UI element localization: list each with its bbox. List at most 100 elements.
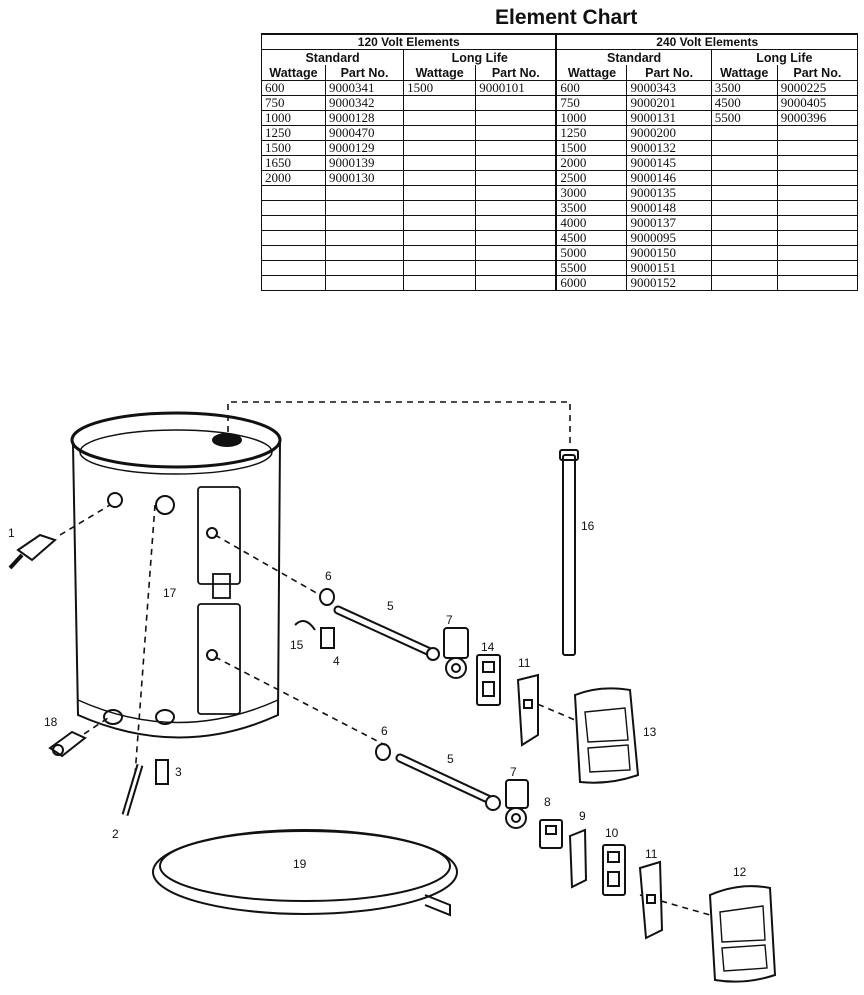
part-number-cell: 9000135 [626, 185, 712, 201]
wattage-cell: 4000 [555, 215, 627, 231]
terminal-lower [505, 779, 529, 829]
part-number-cell [475, 230, 557, 246]
callout-5: 5 [387, 599, 394, 613]
column-header: Wattage [555, 65, 627, 81]
wattage-cell [261, 200, 326, 216]
callout-6: 6 [381, 724, 388, 738]
part-number-cell [776, 230, 859, 246]
part-number-cell: 9000095 [626, 230, 712, 246]
part-number-cell [475, 275, 557, 291]
part-number-cell: 9000132 [626, 140, 712, 156]
wattage-cell [710, 260, 778, 276]
part-number-cell: 9000148 [626, 200, 712, 216]
part-number-cell [475, 155, 557, 171]
drain-valve [48, 730, 87, 758]
wattage-cell: 600 [555, 80, 627, 96]
column-header: Part No. [475, 65, 557, 81]
wattage-cell [403, 230, 476, 246]
part-number-cell [324, 245, 404, 261]
wattage-cell: 2500 [555, 170, 627, 186]
wattage-cell [710, 200, 778, 216]
wattage-cell [261, 245, 326, 261]
wattage-cell [403, 275, 476, 291]
part-number-cell [324, 185, 404, 201]
group-header-120v: 120 Volt Elements [261, 33, 557, 50]
high-limit-switch [602, 844, 626, 896]
heat-trap-nipple [155, 759, 169, 785]
wattage-cell: 600 [261, 80, 326, 96]
callout-8: 8 [544, 795, 551, 809]
part-number-cell: 9000139 [324, 155, 404, 171]
column-header: Part No. [626, 65, 712, 81]
wattage-cell: 5000 [555, 245, 627, 261]
callout-7: 7 [446, 613, 453, 627]
part-number-cell: 9000128 [324, 110, 404, 126]
wattage-cell [710, 155, 778, 171]
wattage-cell: 1500 [261, 140, 326, 156]
part-number-cell: 9000131 [626, 110, 712, 126]
element-chart-table: 120 Volt Elements 240 Volt Elements Stan… [260, 33, 859, 291]
wattage-cell [261, 230, 326, 246]
part-number-cell [776, 215, 859, 231]
wattage-cell: 1500 [403, 80, 476, 96]
wattage-cell [403, 170, 476, 186]
thermostat-bracket [568, 828, 588, 889]
wattage-cell: 1250 [555, 125, 627, 141]
lower-thermostat [539, 819, 563, 849]
part-number-cell: 9000405 [776, 95, 859, 111]
chart-title: Element Chart [495, 6, 638, 29]
part-number-cell [776, 200, 859, 216]
part-number-cell: 9000145 [626, 155, 712, 171]
wattage-cell: 3500 [710, 80, 778, 96]
part-number-cell [324, 260, 404, 276]
callout-5: 5 [447, 752, 454, 766]
part-number-cell [475, 110, 557, 126]
part-number-cell: 9000341 [324, 80, 404, 96]
callout-15: 15 [290, 638, 304, 652]
part-number-cell: 9000146 [626, 170, 712, 186]
base-ring [152, 829, 458, 917]
part-number-cell [324, 200, 404, 216]
wattage-cell [710, 230, 778, 246]
subgroup-120-long-life: Long Life [403, 49, 557, 65]
gasket-lower [375, 743, 391, 761]
part-number-cell: 9000152 [626, 275, 712, 291]
anode-rod [559, 449, 579, 656]
wattage-cell [403, 200, 476, 216]
wattage-cell [403, 155, 476, 171]
callout-18: 18 [44, 715, 58, 729]
insulation-block [320, 627, 335, 649]
wattage-cell: 1000 [261, 110, 326, 126]
wattage-cell [261, 275, 326, 291]
lower-heating-element [395, 753, 501, 811]
wattage-cell: 6000 [555, 275, 627, 291]
wattage-cell: 2000 [261, 170, 326, 186]
part-number-cell [475, 245, 557, 261]
part-number-cell [776, 125, 859, 141]
water-heater-tank [70, 411, 282, 739]
part-number-cell [475, 125, 557, 141]
part-number-cell: 9000101 [475, 80, 557, 96]
part-number-cell [324, 275, 404, 291]
wire-harness [294, 620, 316, 631]
callout-13: 13 [643, 725, 657, 739]
part-number-cell [475, 140, 557, 156]
wattage-cell: 750 [555, 95, 627, 111]
part-number-cell [475, 215, 557, 231]
part-number-cell: 9000343 [626, 80, 712, 96]
wattage-cell [710, 170, 778, 186]
upper-thermostat [476, 654, 501, 706]
subgroup-240-long-life: Long Life [710, 49, 859, 65]
part-number-cell: 9000225 [776, 80, 859, 96]
callout-numbers: 1 2 3 4 5 5 6 6 7 7 8 9 10 11 11 12 13 1… [8, 519, 747, 879]
part-number-cell: 9000130 [324, 170, 404, 186]
group-header-240v: 240 Volt Elements [555, 33, 859, 50]
